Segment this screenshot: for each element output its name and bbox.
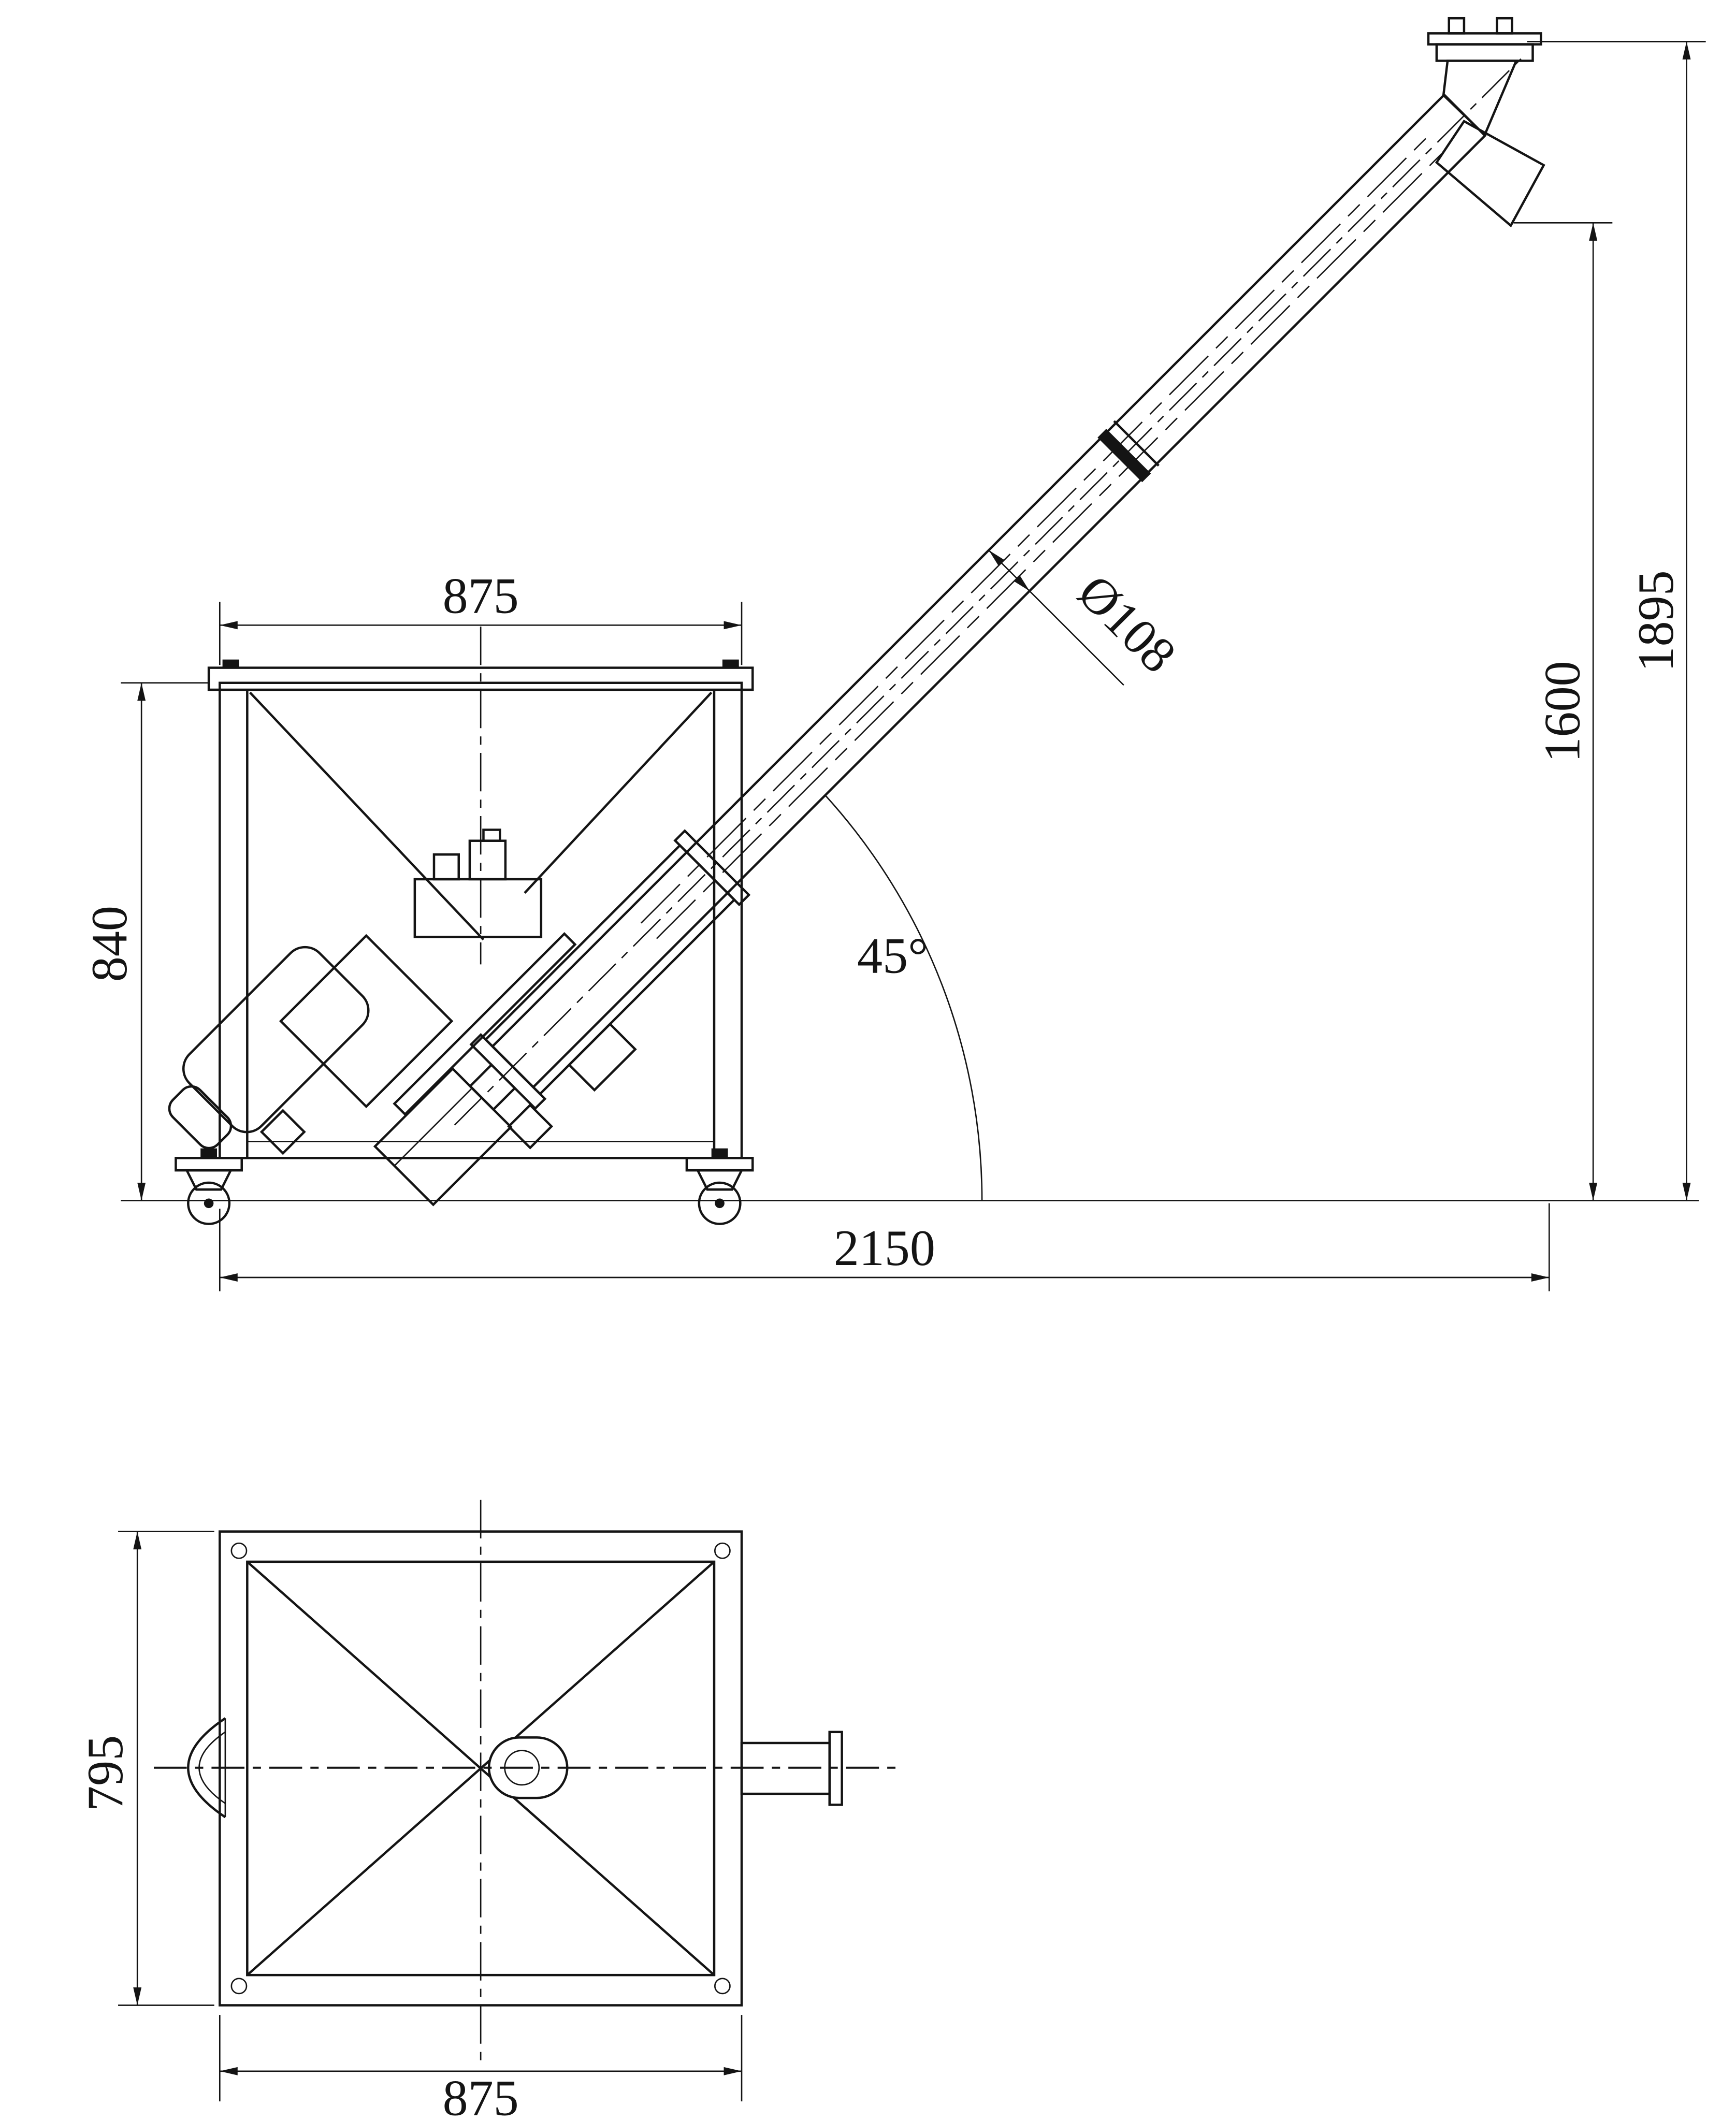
bolt-hole bbox=[714, 1978, 731, 1995]
hopper-width-label: 875 bbox=[443, 568, 519, 624]
top-flange-bar bbox=[1435, 43, 1534, 62]
side-view: Ø108 bbox=[82, 17, 1706, 1291]
auger-centerline bbox=[454, 56, 1524, 1126]
discharge-neck bbox=[1442, 60, 1518, 137]
dimension-plan-depth: 795 bbox=[78, 1531, 214, 2006]
angle-arc bbox=[824, 795, 983, 1201]
dimension-overall-height: 1895 bbox=[1527, 40, 1706, 1201]
dimension-overall-length: 2150 bbox=[219, 1203, 1550, 1291]
mount-plate bbox=[393, 932, 577, 1116]
flange-bolt bbox=[1448, 17, 1466, 35]
discharge-head bbox=[1427, 17, 1545, 228]
top-flange-plate bbox=[1427, 32, 1542, 46]
bolt-hole bbox=[230, 1978, 248, 1995]
caster-left bbox=[175, 1148, 243, 1225]
gearbox bbox=[373, 1067, 513, 1207]
motor-end-cap bbox=[168, 1085, 233, 1150]
bolt-hole bbox=[714, 1542, 731, 1559]
dimension-incline-angle: 45° bbox=[824, 795, 983, 1201]
inlet-flange-upper bbox=[673, 829, 751, 907]
support-foot-left bbox=[259, 1109, 306, 1155]
motor-body bbox=[182, 946, 370, 1134]
dimension-outlet-height: 1600 bbox=[1513, 222, 1613, 1201]
tube-diameter-label: Ø108 bbox=[1067, 564, 1187, 684]
dimension-hopper-height: 840 bbox=[82, 682, 209, 1201]
caster-right bbox=[685, 1148, 754, 1225]
hopper-height-label: 840 bbox=[82, 906, 138, 982]
plan-depth-label: 795 bbox=[78, 1735, 134, 1811]
outlet-fitting bbox=[567, 1022, 637, 1092]
caster-wheel bbox=[698, 1181, 742, 1225]
plan-width-label: 875 bbox=[443, 2071, 519, 2121]
overall-length-label: 2150 bbox=[834, 1221, 935, 1276]
terminal-box bbox=[413, 829, 543, 938]
discharge-spout bbox=[1435, 120, 1545, 228]
incline-angle-label: 45° bbox=[857, 928, 928, 984]
support-foot-right bbox=[507, 1103, 554, 1150]
bolt-hole bbox=[230, 1542, 248, 1559]
auger-assembly: Ø108 bbox=[168, 56, 1524, 1207]
tube-coupling-band bbox=[1097, 429, 1151, 483]
dimension-hopper-width: 875 bbox=[219, 568, 743, 665]
dimension-tube-diameter: Ø108 bbox=[988, 549, 1187, 686]
outlet-height-label: 1600 bbox=[1535, 661, 1591, 762]
overall-height-label: 1895 bbox=[1628, 570, 1684, 672]
dimension-plan-width: 875 bbox=[219, 2015, 743, 2121]
funnel-wall-right bbox=[524, 691, 713, 894]
flange-bolt bbox=[1496, 17, 1513, 35]
funnel-wall-left bbox=[249, 691, 485, 941]
plan-view: 795 875 bbox=[78, 1500, 900, 2121]
caster-wheel bbox=[187, 1181, 231, 1225]
